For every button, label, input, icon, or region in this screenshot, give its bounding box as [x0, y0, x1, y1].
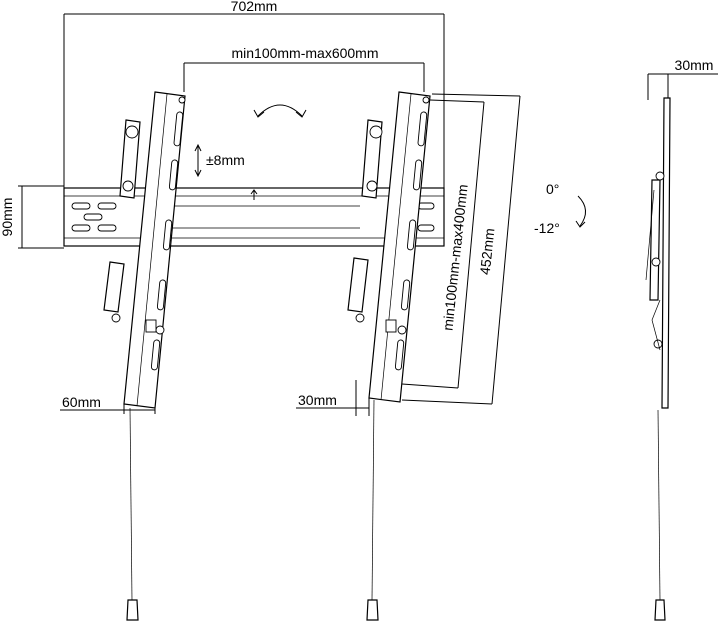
rotation-arrow-icon [253, 104, 307, 118]
overall-width-label: 702mm [231, 0, 278, 14]
dimension-depth-front [296, 380, 370, 416]
depth-front-label: 30mm [298, 392, 337, 408]
dimension-depth-side [647, 73, 718, 100]
tilt-bottom-label: -12° [534, 220, 560, 236]
dimension-rail-height [18, 185, 64, 249]
arm-width-label: 60mm [62, 394, 101, 410]
dimension-horizontal-spacing [183, 62, 425, 92]
dimension-vertical-spacing [401, 99, 485, 389]
left-vertical-arm [103, 91, 186, 409]
right-pull-cord [366, 399, 379, 621]
tilt-arrow-icon [575, 195, 586, 228]
depth-side-label: 30mm [675, 57, 714, 73]
wall-rail [63, 187, 445, 247]
dimension-arm-width [60, 404, 156, 414]
vertical-adjust-label: ±8mm [206, 152, 245, 168]
vertical-adjust-arrow-icon [194, 143, 202, 178]
rail-height-label: 90mm [0, 198, 15, 237]
horizontal-spacing-label: min100mm-max600mm [231, 45, 378, 61]
dimension-arm-length [401, 93, 521, 405]
side-view-mount [645, 97, 671, 621]
dimension-overall-width [63, 13, 445, 192]
tilt-top-label: 0° [546, 181, 559, 197]
right-vertical-arm [347, 91, 431, 403]
arm-length-label: 452mm [477, 227, 498, 275]
left-pull-cord [126, 407, 139, 621]
